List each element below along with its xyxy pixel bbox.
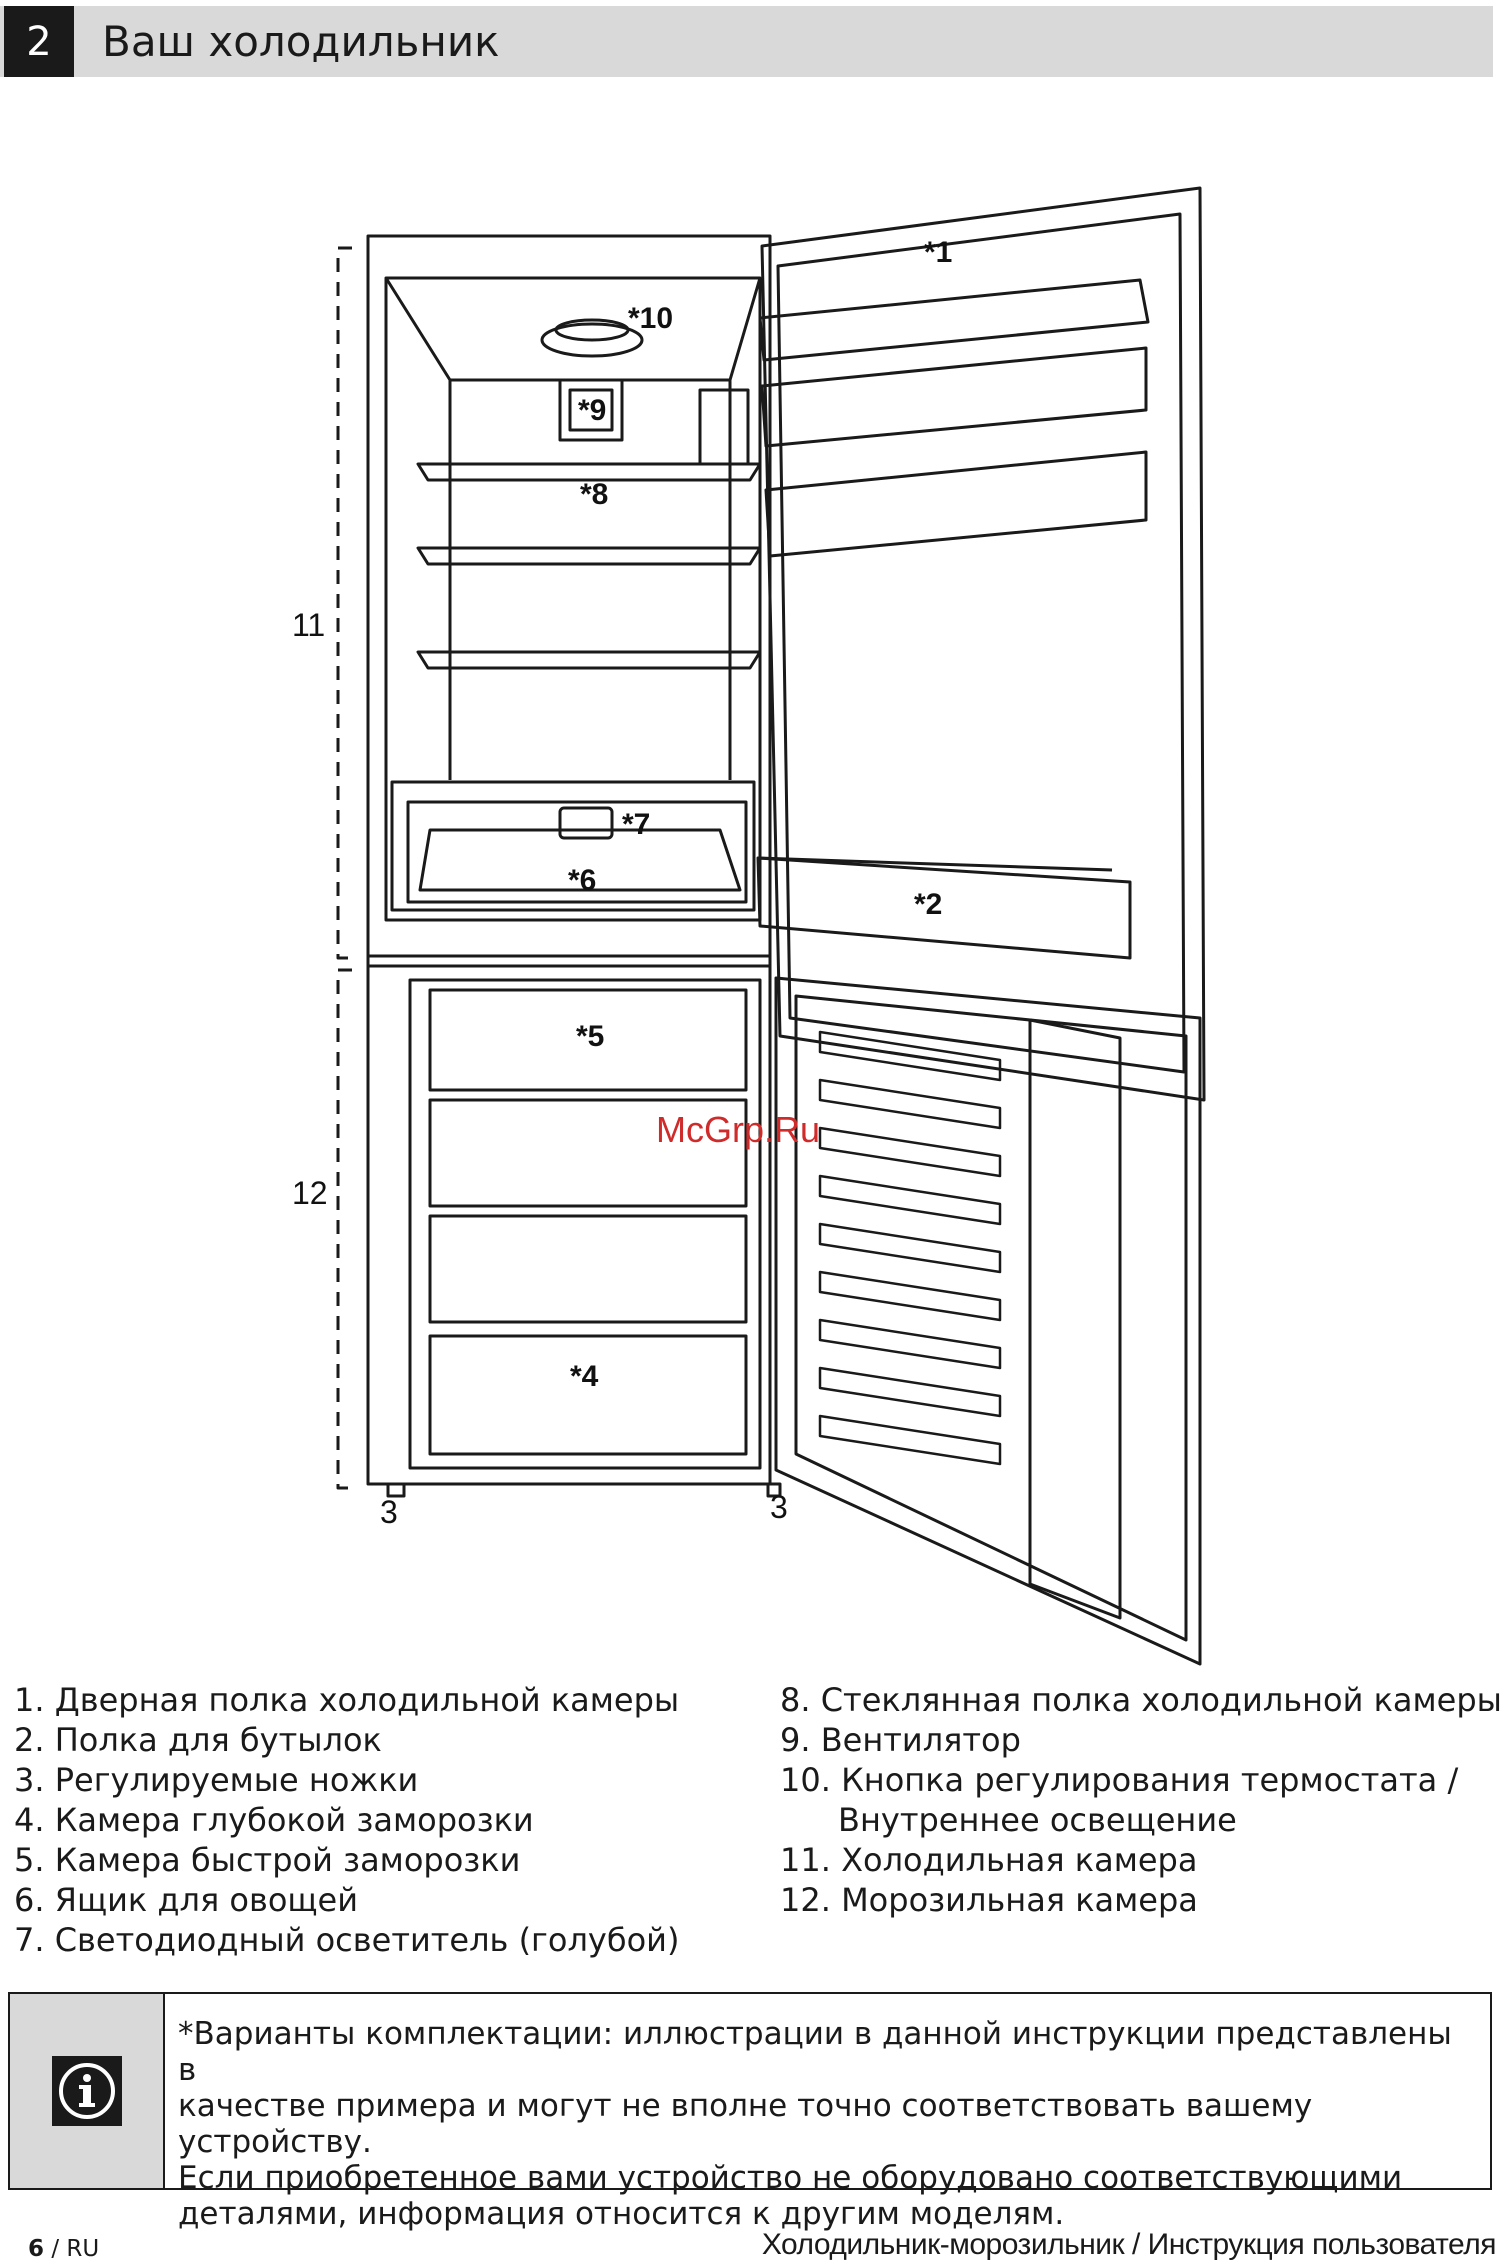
callout-4: *4 <box>570 1360 599 1393</box>
led-light <box>558 806 614 840</box>
door-shelf-2 <box>760 346 1148 448</box>
note-line: качестве примера и могут не вполне точно… <box>178 2088 1313 2160</box>
fridge-illustration: *1 *10 *9 *8 *7 *6 *2 *5 *4 11 12 3 3 Mc… <box>292 186 1206 1666</box>
thermostat-knob <box>540 322 644 358</box>
legend-right: 8. Стеклянная полка холодильной камеры 9… <box>780 1680 1502 1920</box>
legend-item: 11. Холодильная камера <box>780 1841 1198 1879</box>
fridge-ceiling <box>384 277 762 382</box>
callout-12: 12 <box>292 1175 328 1211</box>
page-number-value: 6 <box>28 2236 45 2262</box>
legend-item: 4. Камера глубокой заморозки <box>14 1801 534 1839</box>
legend-item: 10. Кнопка регулирования термостата / <box>780 1761 1459 1799</box>
page-language: / RU <box>51 2236 100 2262</box>
fridge-door <box>760 186 1206 1102</box>
crisper-cover <box>390 780 756 912</box>
fan <box>558 378 624 442</box>
callout-6: *6 <box>568 864 596 897</box>
note-icon-cell <box>10 1994 165 2188</box>
callout-5: *5 <box>576 1020 604 1053</box>
fridge-compartment-bracket <box>336 246 352 960</box>
bottle-shelf <box>756 856 1132 960</box>
note-line: Если приобретенное вами устройство не об… <box>178 2160 1403 2196</box>
callout-1: *1 <box>924 236 952 269</box>
section-number: 2 <box>4 6 74 77</box>
document-title: Холодильник-морозильник / Инструкция пол… <box>761 2228 1497 2261</box>
freezer-door <box>774 976 1202 1666</box>
watermark: McGrp.Ru <box>656 1109 820 1150</box>
door-shelf-3 <box>764 450 1148 558</box>
legend-item: 1. Дверная полка холодильной камеры <box>14 1681 680 1719</box>
callout-8: *8 <box>580 478 608 511</box>
fast-freeze-drawer <box>428 988 748 1092</box>
glass-shelf-2 <box>416 546 762 566</box>
callout-11: 11 <box>292 607 325 643</box>
legend-left: 1. Дверная полка холодильной камеры 2. П… <box>14 1680 754 1960</box>
freezer-interior <box>408 978 762 1470</box>
callout-9: *9 <box>578 394 606 427</box>
section-header: 2 Ваш холодильник <box>0 6 1493 77</box>
fridge-diagram: *1 *10 *9 *8 *7 *6 *2 *5 *4 11 12 3 3 Mc… <box>0 90 1502 1670</box>
info-note: *Варианты комплектации: иллюстрации в да… <box>8 1992 1492 2232</box>
callout-3-right: 3 <box>770 1489 788 1525</box>
legend-item: 5. Камера быстрой заморозки <box>14 1841 521 1879</box>
section-title: Ваш холодильник <box>102 17 500 66</box>
door-shelf-1 <box>758 278 1150 362</box>
note-text: *Варианты комплектации: иллюстрации в да… <box>178 2016 1478 2232</box>
glass-shelf-3 <box>416 650 762 670</box>
legend-item: 8. Стеклянная полка холодильной камеры <box>780 1681 1502 1719</box>
legend-item: 9. Вентилятор <box>780 1721 1021 1759</box>
fridge-interior <box>384 276 762 922</box>
callout-2: *2 <box>914 888 942 921</box>
note-line: деталями, информация относится к другим … <box>178 2196 1065 2232</box>
vegetable-drawer <box>406 800 748 904</box>
info-icon <box>51 2056 122 2126</box>
legend-item: 6. Ящик для овощей <box>14 1881 359 1919</box>
legend-item: 3. Регулируемые ножки <box>14 1761 419 1799</box>
deep-freeze-drawer <box>428 1334 748 1456</box>
legend-item-continuation: Внутреннее освещение <box>838 1801 1237 1839</box>
callout-10: *10 <box>628 302 673 335</box>
callout-3-left: 3 <box>380 1494 398 1530</box>
note-line: *Варианты комплектации: иллюстрации в да… <box>178 2016 1452 2088</box>
legend-item: 2. Полка для бутылок <box>14 1721 382 1759</box>
callout-7: *7 <box>622 808 650 841</box>
legend-item: 7. Светодиодный осветитель (голубой) <box>14 1921 680 1959</box>
page-number: 6 / RU <box>28 2236 99 2262</box>
freezer-compartment-bracket <box>336 968 352 1490</box>
glass-shelf-1 <box>416 462 762 482</box>
legend-item: 12. Морозильная камера <box>780 1881 1198 1919</box>
